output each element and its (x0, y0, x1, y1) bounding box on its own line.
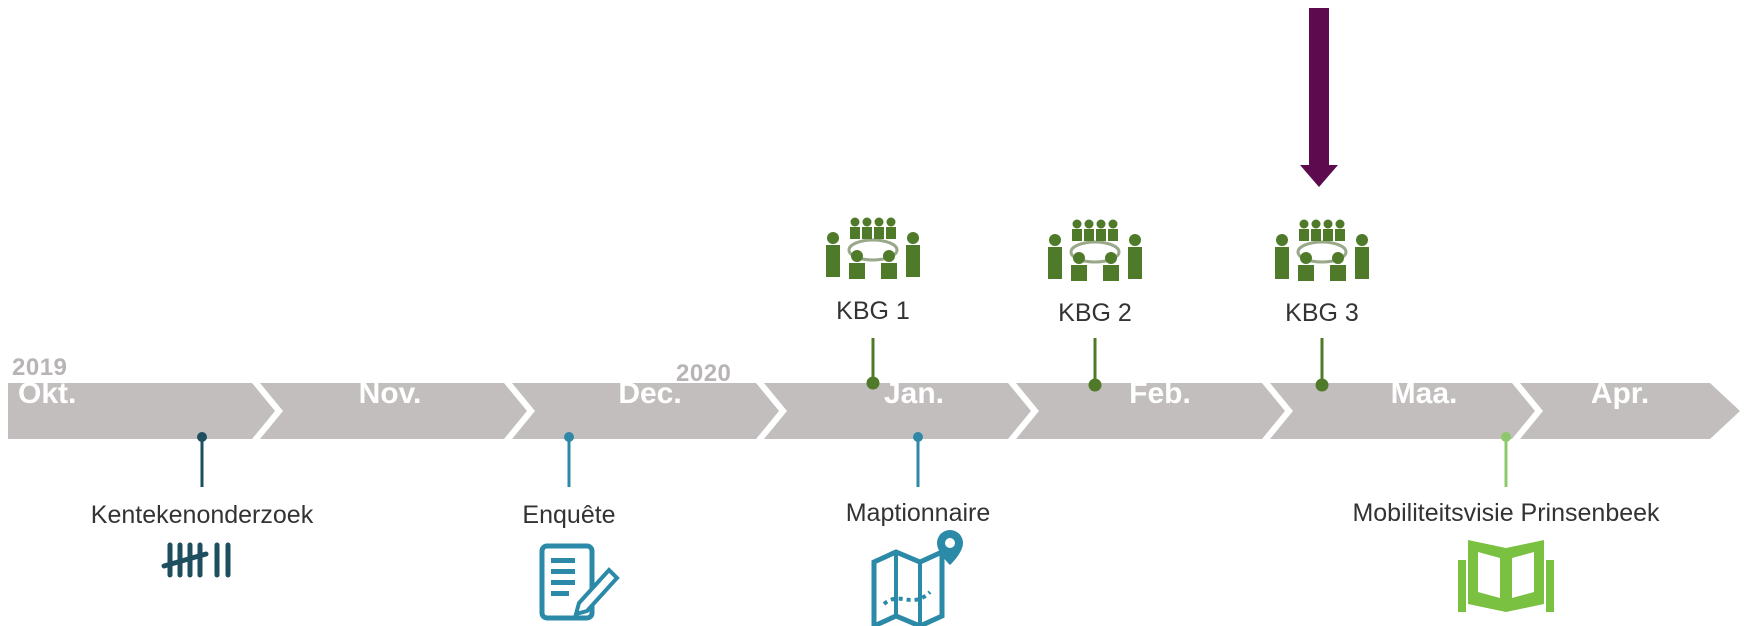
month-label-maa: Maa. (1390, 377, 1458, 410)
bottom-connectors (197, 432, 1511, 487)
connector-dot-kbg3 (1315, 378, 1329, 392)
year-label-2019: 2019 (12, 354, 68, 381)
timeline-band (8, 383, 1740, 439)
event-label-enquete: Enquête (522, 501, 616, 529)
meeting-table-icon (1275, 219, 1369, 281)
month-label-dec: Dec. (618, 377, 682, 410)
down-arrow-icon (1300, 8, 1338, 187)
month-label-jan: Jan. (883, 377, 945, 410)
event-label-mobiliteitsvisie-prinsenbeek: Mobiliteitsvisie Prinsenbeek (1352, 499, 1660, 527)
connector-dot-kbg1 (866, 376, 880, 390)
band-segment-feb (1016, 383, 1285, 439)
connector-dot-kbg2 (1088, 378, 1102, 392)
event-label-kentekenonderzoek: Kentekenonderzoek (90, 501, 314, 529)
meeting-table-icon (826, 217, 920, 279)
month-label-apr: Apr. (1590, 377, 1650, 410)
month-label-nov: Nov. (358, 377, 422, 410)
band-segment-jan (764, 383, 1031, 439)
open-book-icon (1458, 540, 1554, 612)
top-connectors (866, 338, 1329, 392)
band-segment-okt (8, 383, 275, 439)
event-label-kbg-3: KBG 3 (1285, 299, 1359, 327)
month-label-feb: Feb. (1129, 377, 1191, 410)
band-segment-dec (512, 383, 779, 439)
event-label-kbg-1: KBG 1 (836, 297, 910, 325)
event-label-kbg-2: KBG 2 (1058, 299, 1132, 327)
band-segment-nov (260, 383, 527, 439)
event-label-maptionnaire: Maptionnaire (845, 499, 991, 527)
meeting-table-icon (1048, 219, 1142, 281)
map-pin-icon (871, 530, 963, 626)
year-label-2020: 2020 (676, 360, 732, 387)
band-segment-maa (1270, 383, 1535, 439)
survey-form-icon (539, 543, 620, 621)
band-segment-apr (1520, 383, 1740, 439)
meeting-icons (826, 217, 1369, 281)
month-label-okt: Okt. (18, 377, 77, 410)
tally-marks-icon (161, 542, 231, 578)
